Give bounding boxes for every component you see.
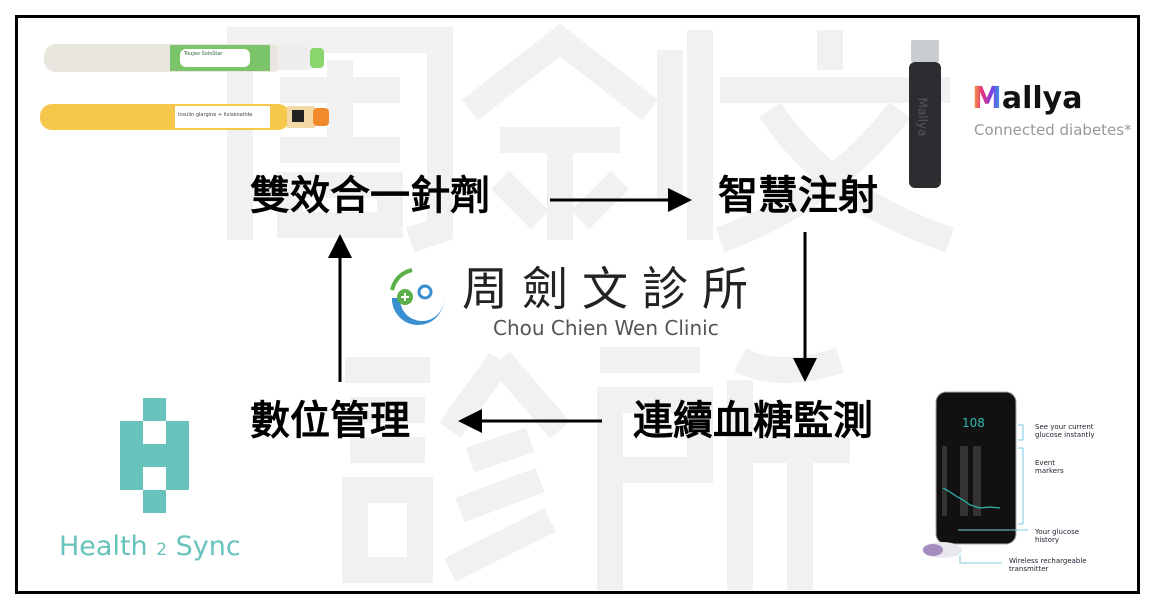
callout-current-glucose: See your current glucose instantly <box>1035 423 1095 440</box>
wordmark-sync: Sync <box>167 531 241 562</box>
node-cgm: 連續血糖監測 <box>633 398 873 444</box>
callout-event-markers: Event markers <box>1035 459 1064 476</box>
cgm-reading: 108 <box>962 416 985 430</box>
mallya-tagline: Connected diabetes* <box>974 121 1132 139</box>
pen1-label: Toujeo SoloStar <box>184 51 223 57</box>
mallya-logo-mark: M <box>972 81 1002 116</box>
health2sync-wordmark: Health 2 Sync <box>59 533 241 560</box>
clinic-name-en: Chou Chien Wen Clinic <box>493 316 719 340</box>
node-digital-management: 數位管理 <box>250 398 410 444</box>
callout-transmitter: Wireless rechargeable transmitter <box>1009 557 1087 574</box>
clinic-name-zh: 周劍文診所 <box>462 262 762 316</box>
pen2-label: insulin glargine + lixisenatide <box>178 112 253 118</box>
wordmark-health: Health <box>59 531 157 562</box>
node-dual-combo-injection: 雙效合一針劑 <box>250 173 490 219</box>
wordmark-2: 2 <box>156 540 168 560</box>
mallya-logo-text: allya <box>1001 81 1083 116</box>
mallya-logo: Mallya <box>972 84 1082 114</box>
callout-glucose-history: Your glucose history <box>1035 528 1080 545</box>
frame-border <box>15 15 1140 594</box>
node-smart-injection: 智慧注射 <box>718 173 878 219</box>
